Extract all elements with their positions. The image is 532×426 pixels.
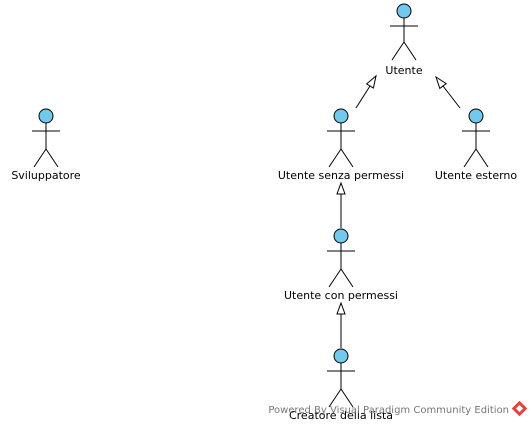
visual-paradigm-logo-icon — [511, 400, 528, 417]
actor-utente-con-permessi[interactable]: Utente con permessi — [284, 228, 398, 302]
actor-label-utente-esterno: Utente esterno — [435, 169, 518, 182]
generalization-utente-senza-permessi-to-utente — [355, 74, 377, 109]
actor-head-icon — [38, 108, 54, 124]
actor-head-icon — [333, 348, 349, 364]
actor-head-icon — [333, 108, 349, 124]
actor-label-utente: Utente — [385, 64, 422, 77]
watermark: Powered By Visual Paradigm Community Edi… — [268, 400, 528, 417]
actor-head-icon — [468, 108, 484, 124]
actor-head-icon — [333, 228, 349, 244]
actor-label-utente-con-permessi: Utente con permessi — [284, 289, 398, 302]
actor-utente-esterno[interactable]: Utente esterno — [435, 108, 518, 182]
actor-utente[interactable]: Utente — [385, 3, 423, 77]
generalization-utente-esterno-to-utente — [435, 75, 461, 109]
actor-label-sviluppatore: Sviluppatore — [11, 169, 81, 182]
generalization-utente-con-permessi-to-utente-senza-permessi — [336, 181, 346, 228]
actor-label-utente-senza-permessi: Utente senza permessi — [278, 169, 404, 182]
actor-utente-senza-permessi[interactable]: Utente senza permessi — [278, 108, 404, 182]
actor-sviluppatore[interactable]: Sviluppatore — [11, 108, 81, 182]
actor-head-icon — [396, 3, 412, 19]
watermark-text: Powered By Visual Paradigm Community Edi… — [268, 405, 509, 416]
actor-label-creatore-della-lista: Creatore della lista — [289, 409, 393, 422]
actor-creatore-della-lista[interactable]: Creatore della lista — [289, 348, 393, 422]
generalization-creatore-della-lista-to-utente-con-permessi — [336, 301, 346, 348]
